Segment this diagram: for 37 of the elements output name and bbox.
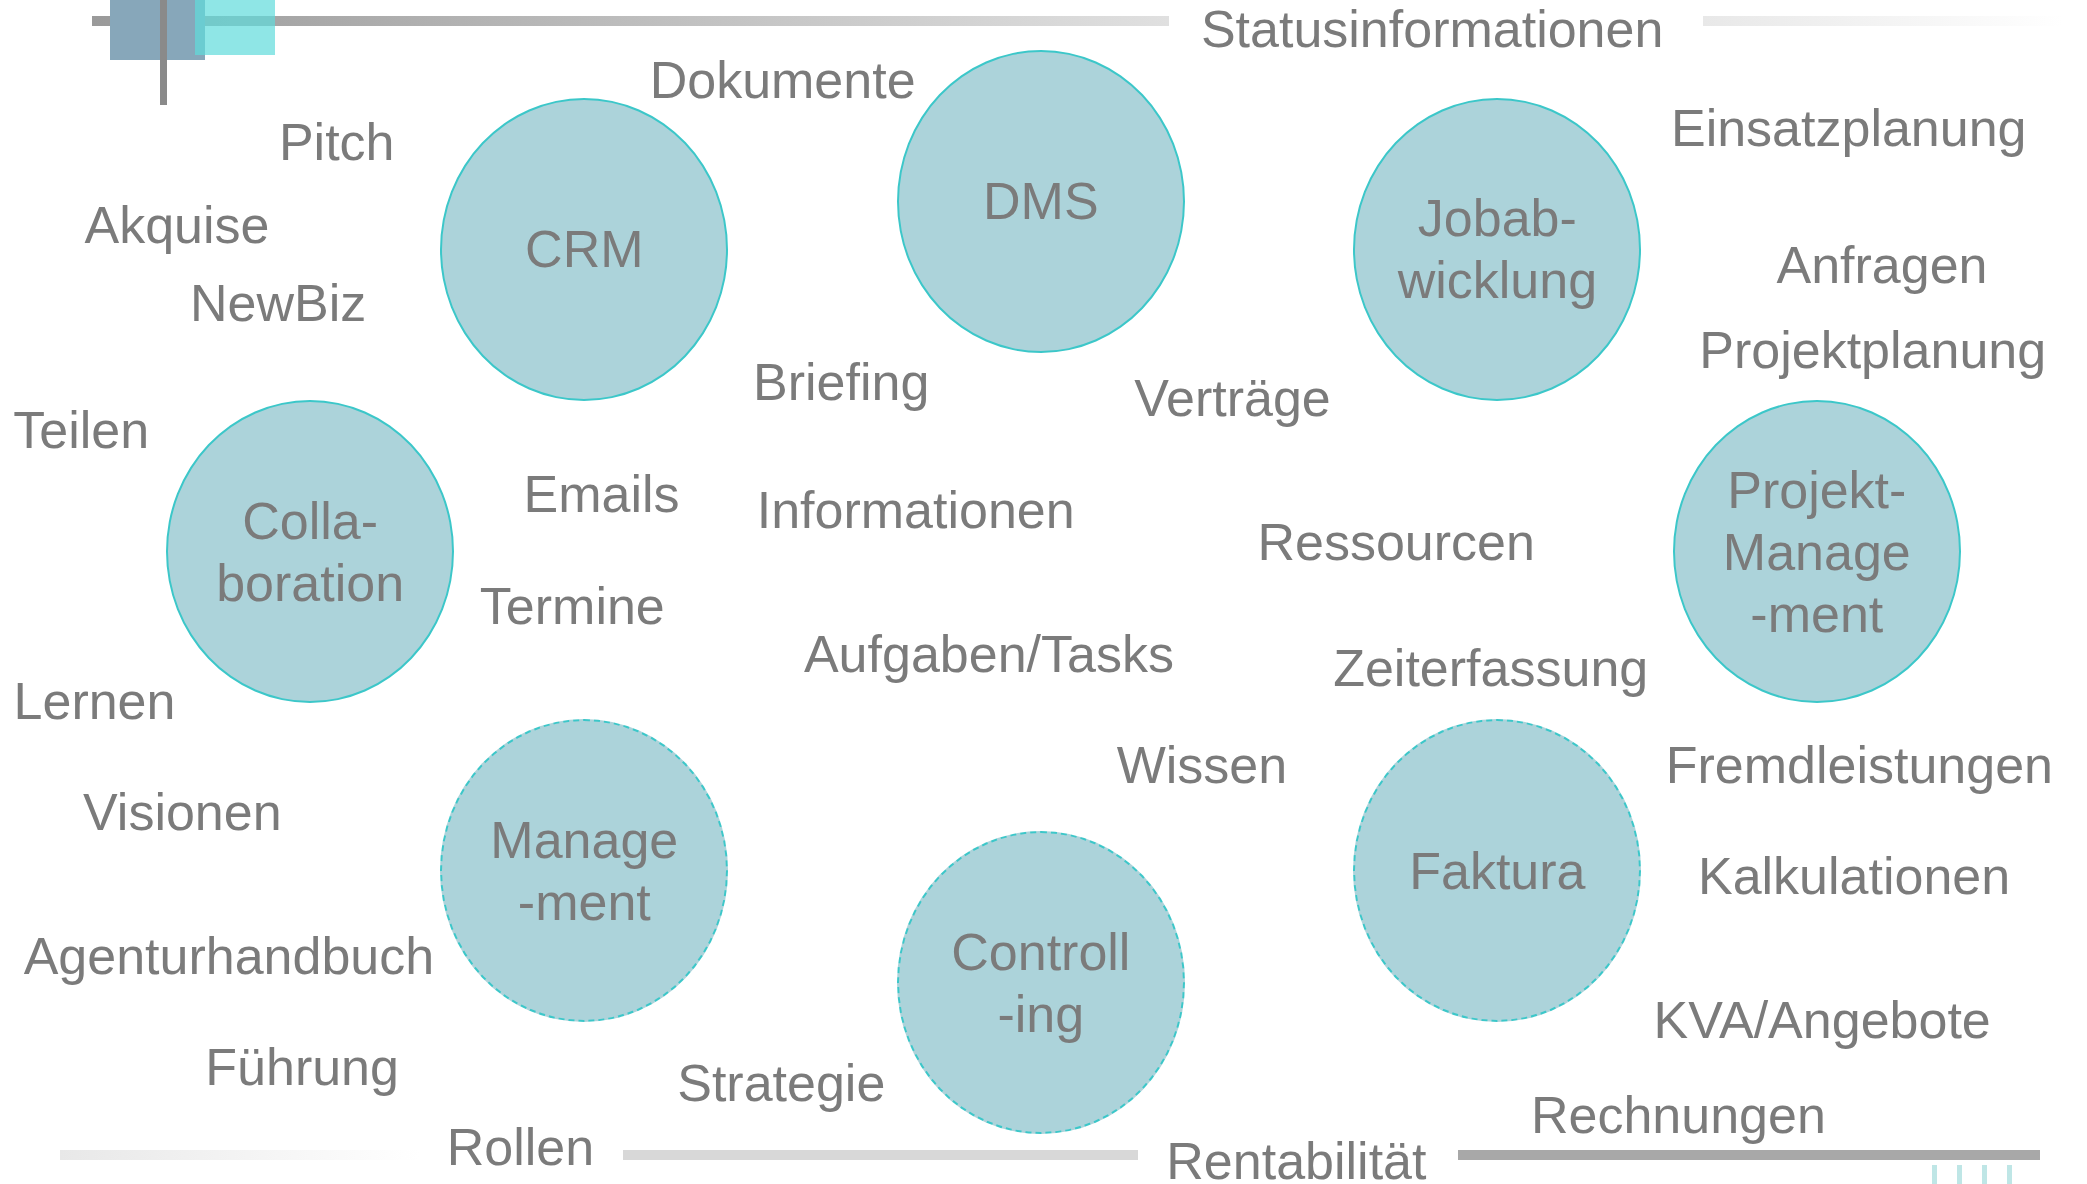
topic-label: DMS	[982, 171, 1100, 233]
keyword-label: Statusinformationen	[1200, 0, 1664, 60]
keyword-label: Einsatzplanung	[1670, 97, 2027, 158]
topic-label: Controll -ing	[950, 921, 1132, 1045]
keyword-label: Rollen	[446, 1117, 595, 1178]
keyword-label: Emails	[523, 463, 680, 524]
keyword-label: Rentabilität	[1166, 1130, 1427, 1184]
keyword-label: Dokumente	[649, 49, 916, 110]
keyword-label: Rechnungen	[1530, 1085, 1826, 1146]
keyword-label: Teilen	[13, 399, 150, 460]
keyword-label: Kalkulationen	[1697, 845, 2011, 906]
keyword-label: Führung	[205, 1037, 399, 1098]
keyword-label: Akquise	[84, 194, 270, 255]
topic-label: Manage -ment	[489, 809, 680, 933]
topic-label: Faktura	[1408, 840, 1587, 902]
keyword-label: Termine	[479, 575, 665, 636]
keyword-label: Strategie	[677, 1053, 886, 1114]
keyword-label: Fremdleistungen	[1665, 735, 2054, 796]
keyword-label: Pitch	[278, 112, 395, 173]
keyword-label: Zeiterfassung	[1333, 638, 1649, 699]
keyword-label: KVA/Angebote	[1653, 989, 1991, 1050]
keyword-label: Projektplanung	[1699, 320, 2047, 381]
keyword-label: Informationen	[756, 479, 1075, 540]
topic-label: Colla- boration	[215, 490, 406, 614]
keyword-label: Ressourcen	[1257, 511, 1535, 572]
keyword-label: NewBiz	[190, 273, 367, 334]
topic-label: Jobab- wicklung	[1396, 188, 1599, 312]
keyword-label: Visionen	[83, 781, 282, 842]
topic-label: CRM	[524, 219, 645, 281]
keyword-label: Agenturhandbuch	[23, 925, 435, 986]
keyword-label: Aufgaben/Tasks	[803, 623, 1174, 684]
keyword-label: Anfragen	[1776, 234, 1988, 295]
keyword-label: Briefing	[753, 352, 930, 412]
keyword-label: Lernen	[13, 671, 176, 732]
keyword-label: Verträge	[1134, 367, 1331, 428]
keyword-label: Wissen	[1116, 735, 1288, 796]
topic-label: Projekt- Manage -ment	[1721, 459, 1912, 645]
